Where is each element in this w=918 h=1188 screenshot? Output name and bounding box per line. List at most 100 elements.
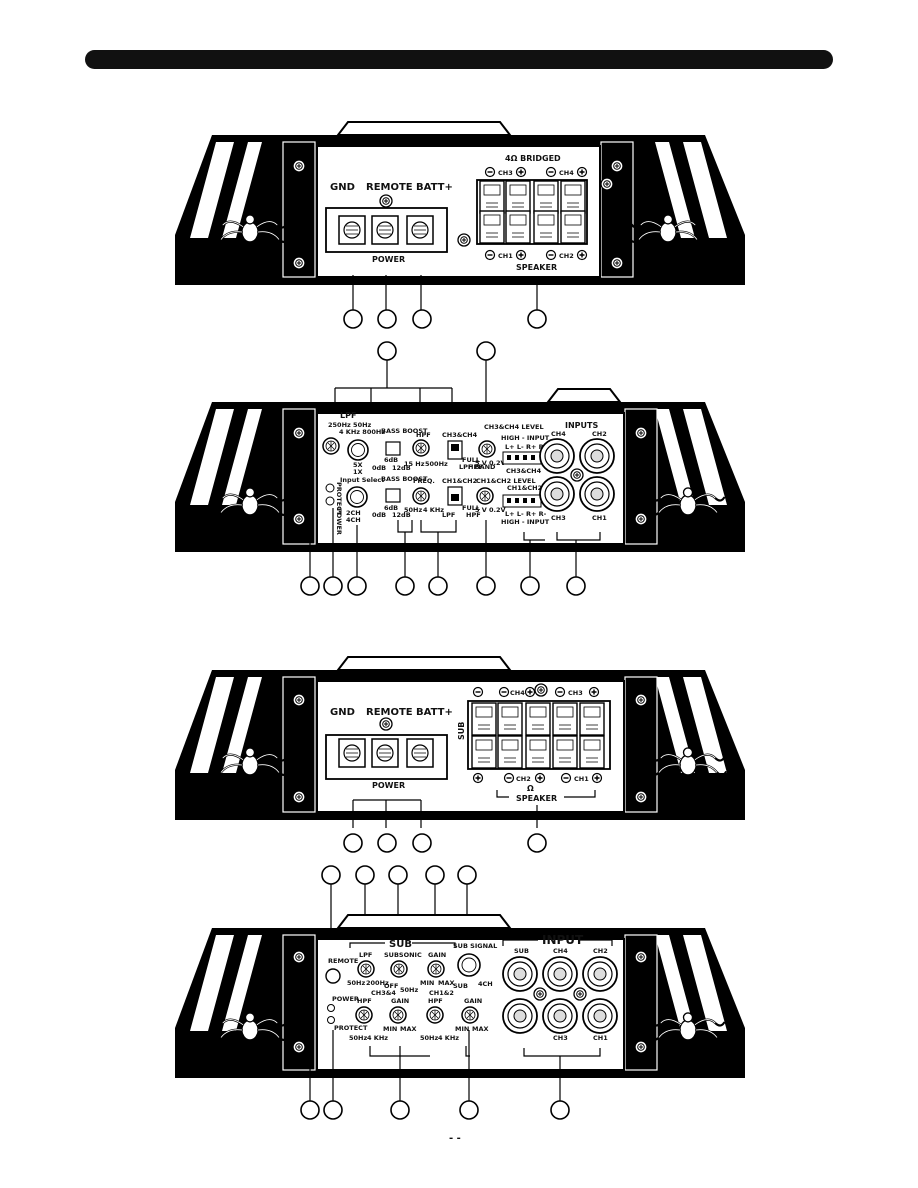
gnd-terminal-3[interactable] (338, 738, 366, 768)
sub-gain-knob[interactable] (427, 960, 445, 978)
subsonic-label: SUBSONIC (384, 951, 422, 959)
input-select-switch[interactable] (346, 486, 368, 508)
high-input-label-top: HIGH - INPUT (501, 434, 550, 442)
protect-led-label: PROTECT (335, 482, 343, 516)
bass-boost-12db-2: 12dB (392, 511, 411, 519)
speaker-terminals-3[interactable] (471, 702, 605, 769)
callout-2-3 (347, 576, 367, 596)
power-led-4 (327, 1004, 335, 1012)
lpf-label: LPF (340, 411, 356, 420)
callout-4-3 (390, 1100, 410, 1120)
freq-knob[interactable] (412, 487, 430, 505)
ch12-level-knob[interactable] (476, 487, 494, 505)
ch12-gain-max: MAX (472, 1025, 489, 1033)
input-select-4ch: 4CH (346, 516, 361, 524)
speaker-label: SPEAKER (516, 263, 557, 272)
remote-port[interactable] (325, 968, 341, 984)
high-input-pins-top: L+ L- R+ R- (505, 443, 547, 451)
ch12-lpf-label: LPF (442, 511, 455, 519)
ch34-switch-label: CH3&CH4 (442, 431, 478, 439)
power-led-label-4: POWER (332, 995, 359, 1003)
rca-input-ch1[interactable] (579, 476, 615, 512)
rca-input-ch1-4[interactable] (582, 998, 618, 1034)
rca-input-ch2-4[interactable] (582, 956, 618, 992)
ch12-gain-knob[interactable] (461, 1006, 479, 1024)
sub-signal-sub: SUB (453, 982, 468, 990)
rca-input-ch4[interactable] (539, 438, 575, 474)
rca-input-extra[interactable] (542, 998, 578, 1034)
ch34-level-label: CH3&CH4 LEVEL (484, 423, 544, 431)
panel-3-power-speaker-sub: GND REMOTE BATT+ POWER SUB CH4 CH3 CH2 C… (175, 656, 745, 853)
freq-range-a: 50Hz (404, 506, 422, 514)
gnd-terminal[interactable] (338, 215, 366, 245)
input-ch1-label: CH1 (592, 514, 607, 522)
gnd-label-3: GND (330, 707, 355, 718)
ch34-level-knob[interactable] (478, 440, 496, 458)
ch34-gain-min: MIN (383, 1025, 397, 1033)
callout-1-4 (527, 309, 547, 329)
sub-lpf-min: 50Hz (347, 979, 365, 987)
rca-input-ch3[interactable] (539, 476, 575, 512)
bass-boost-6db-2: 6dB (384, 504, 398, 512)
ch4-label: CH4 (559, 169, 574, 177)
rca-input-ch4-4[interactable] (542, 956, 578, 992)
sub-group-label: SUB (389, 939, 412, 950)
sub-signal-switch[interactable] (457, 953, 481, 977)
ch12-full-label: FULL (462, 504, 480, 512)
callout-2-top-1 (377, 341, 397, 361)
power-led (325, 483, 335, 493)
input-ch2-label-4: CH2 (593, 947, 608, 955)
sub-lpf-knob[interactable] (357, 960, 375, 978)
remote-terminal-3[interactable] (371, 738, 399, 768)
high-input-label-bottom: HIGH - INPUT (501, 518, 550, 526)
callout-2-8 (566, 576, 586, 596)
ch34-level-min: 5 V (475, 459, 487, 467)
ch12-hpf-knob[interactable] (426, 1006, 444, 1024)
bass-boost-knob-top[interactable] (347, 439, 369, 461)
ch12-level-min: 5 V (475, 506, 487, 514)
input-ch4-label-4: CH4 (553, 947, 568, 955)
hpf-knob[interactable] (412, 439, 430, 457)
bass-boost-label-2: BASS BOOST (381, 475, 428, 483)
input-ch3-label-4: CH3 (553, 1034, 568, 1042)
power-label: POWER (372, 255, 405, 264)
remote-terminal[interactable] (371, 215, 399, 245)
rca-input-ch3-4[interactable] (502, 998, 538, 1034)
callout-4-5 (550, 1100, 570, 1120)
subsonic-knob[interactable] (390, 960, 408, 978)
ch34-hpf-label: HPF (468, 463, 483, 471)
high-input-connector-ch12[interactable] (502, 494, 542, 508)
bass-boost-switch-2[interactable] (385, 488, 401, 503)
hpf-range-a: 15 Hz (404, 460, 425, 468)
ch2-label: CH2 (559, 252, 574, 260)
high-input-connector-ch34[interactable] (502, 451, 542, 465)
input-select-label: Input Select (340, 476, 384, 484)
batt-terminal-3[interactable] (406, 738, 434, 768)
lpf-knob[interactable] (322, 437, 340, 455)
ch34-gain-max: MAX (400, 1025, 417, 1033)
page-marks: - - (449, 1133, 461, 1144)
sub-lpf-label: LPF (359, 951, 372, 959)
ch1-label-3: CH1 (574, 775, 589, 783)
batt-terminal[interactable] (406, 215, 434, 245)
ch12-group-label: CH1&2 (429, 989, 454, 997)
callout-1-1 (343, 309, 363, 329)
bass-boost-switch[interactable] (385, 441, 401, 456)
ch4-label-3: CH4 (510, 689, 525, 697)
ch34-gain-knob[interactable] (389, 1006, 407, 1024)
hpf-range-b: 500Hz (425, 460, 448, 468)
ch12-switch-label: CH1&CH2 (442, 477, 477, 485)
protect-led (325, 496, 335, 506)
high-input-ch12: CH1&CH2 (507, 484, 542, 492)
ch12-level-label: CH1&CH2 LEVEL (476, 477, 536, 485)
rca-input-sub[interactable] (502, 956, 538, 992)
ch12-hpf-max: 4 KHz (438, 1034, 459, 1042)
panel-1-power-speaker: GND REMOTE BATT+ POWER 4Ω BRIDGED CH3 CH… (175, 121, 745, 329)
ch12-level-max: 0.2V (489, 506, 506, 514)
bass-boost-0db: 0dB (372, 464, 386, 472)
sub-label-3: SUB (457, 722, 466, 740)
ch34-hpf-knob[interactable] (355, 1006, 373, 1024)
callout-4-top-5 (457, 865, 477, 885)
x1-label: 1X (353, 468, 363, 476)
rca-input-ch2[interactable] (579, 438, 615, 474)
